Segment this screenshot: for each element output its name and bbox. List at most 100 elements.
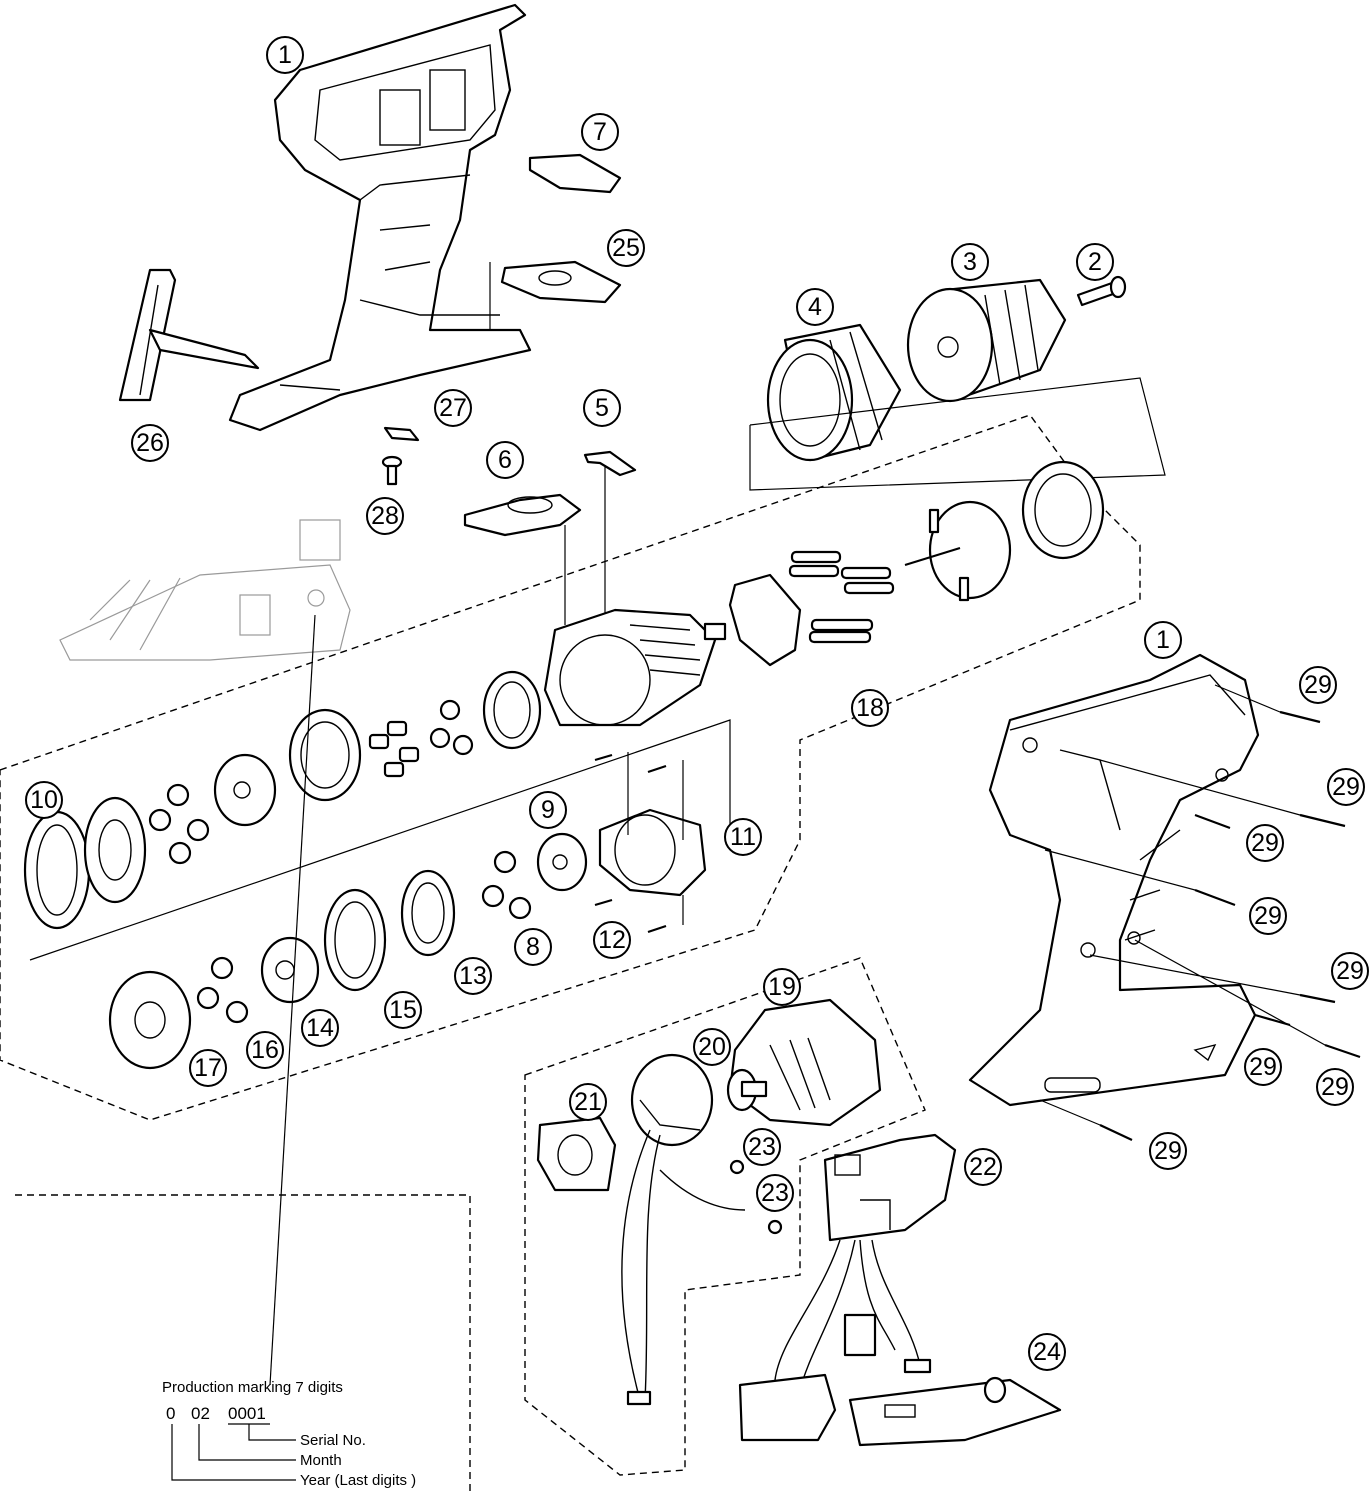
callout-29-c: 29 <box>1246 824 1284 862</box>
callout-17: 17 <box>189 1049 227 1087</box>
callout-3: 3 <box>951 243 989 281</box>
clutch-springs <box>788 550 895 644</box>
part-4-bracket <box>749 377 1166 491</box>
callout-12: 12 <box>593 921 631 959</box>
production-marking-illustration <box>59 519 351 1386</box>
callout-23-upper: 23 <box>743 1128 781 1166</box>
part-6-lever <box>463 493 582 625</box>
callout-29-h: 29 <box>1149 1132 1187 1170</box>
callout-14: 14 <box>301 1009 339 1047</box>
part-11-gear-case <box>598 808 707 897</box>
callout-5: 5 <box>583 389 621 427</box>
callout-28: 28 <box>366 497 404 535</box>
svg-text:13: 13 <box>459 962 487 990</box>
thrust-washer <box>83 796 147 904</box>
callout-27: 27 <box>434 389 472 427</box>
callout-1-right: 1 <box>1144 621 1182 659</box>
year-label: Year (Last digits ) <box>300 1472 416 1489</box>
svg-text:18: 18 <box>856 694 884 722</box>
svg-text:9: 9 <box>541 796 555 824</box>
part-10-ring-gear <box>23 810 91 930</box>
svg-text:1: 1 <box>1156 626 1170 654</box>
month-label: Month <box>300 1452 342 1469</box>
part-26-belt-hook <box>118 268 260 402</box>
callout-29-d: 29 <box>1249 897 1287 935</box>
svg-text:24: 24 <box>1033 1338 1061 1366</box>
svg-text:2: 2 <box>1088 248 1102 276</box>
callout-29-e: 29 <box>1331 952 1369 990</box>
motor-wires <box>621 1129 746 1401</box>
svg-text:15: 15 <box>389 996 417 1024</box>
callout-25: 25 <box>607 229 645 267</box>
svg-text:23: 23 <box>761 1179 789 1207</box>
motor-group-boundary <box>524 957 926 1476</box>
part-10-bracket <box>29 719 731 961</box>
svg-text:10: 10 <box>30 786 58 814</box>
internal-ring-gear-upper <box>288 708 362 802</box>
callout-16: 16 <box>246 1031 284 1069</box>
part-23-screws <box>729 1159 783 1235</box>
svg-text:29: 29 <box>1304 671 1332 699</box>
callout-9: 9 <box>529 791 567 829</box>
svg-text:14: 14 <box>306 1014 334 1042</box>
svg-text:29: 29 <box>1251 829 1279 857</box>
callout-1-left: 1 <box>266 36 304 74</box>
callout-7: 7 <box>581 113 619 151</box>
svg-text:3: 3 <box>963 248 977 276</box>
part-7-plate <box>528 153 622 194</box>
callout-10: 10 <box>25 781 63 819</box>
svg-text:27: 27 <box>439 394 467 422</box>
callout-4: 4 <box>796 288 834 326</box>
part-24-control-board <box>848 1376 1062 1447</box>
pins-and-balls <box>368 699 474 778</box>
clutch-ring <box>1021 460 1105 560</box>
part-20-brush-holder <box>630 1053 714 1147</box>
gear-case <box>543 608 727 727</box>
callout-24: 24 <box>1028 1333 1066 1371</box>
part-19-motor <box>726 998 882 1127</box>
part-21-plate <box>536 1116 617 1192</box>
svg-text:29: 29 <box>1154 1137 1182 1165</box>
svg-text:11: 11 <box>730 823 756 851</box>
part-4-chuck-ring <box>766 323 902 462</box>
right-housing-half <box>968 653 1260 1107</box>
callout-19: 19 <box>763 968 801 1006</box>
serial-number-label: Serial No. <box>300 1432 366 1449</box>
callout-13: 13 <box>454 957 492 995</box>
callout-8: 8 <box>514 928 552 966</box>
svg-text:29: 29 <box>1321 1073 1349 1101</box>
svg-text:8: 8 <box>526 933 540 961</box>
svg-text:29: 29 <box>1254 902 1282 930</box>
part-12-screws <box>594 752 684 934</box>
part-17-washer <box>108 970 192 1070</box>
callout-29-g: 29 <box>1316 1068 1354 1106</box>
production-code-month: 02 <box>191 1404 210 1423</box>
callout-22: 22 <box>964 1148 1002 1186</box>
svg-text:22: 22 <box>969 1153 997 1181</box>
thrust-washer-hole <box>98 819 132 881</box>
svg-text:4: 4 <box>808 293 822 321</box>
svg-text:1: 1 <box>278 41 292 69</box>
callout-29-b: 29 <box>1327 768 1365 806</box>
battery-terminal <box>738 1373 837 1442</box>
part-2-screw <box>1076 275 1127 307</box>
svg-text:28: 28 <box>371 502 399 530</box>
svg-text:29: 29 <box>1336 957 1364 985</box>
svg-text:5: 5 <box>595 394 609 422</box>
callout-29-f: 29 <box>1244 1048 1282 1086</box>
callout-26: 26 <box>131 424 169 462</box>
callout-2: 2 <box>1076 243 1114 281</box>
part-27-clip <box>383 426 420 442</box>
svg-text:12: 12 <box>598 926 626 954</box>
part-14-carrier <box>196 936 320 1024</box>
svg-text:25: 25 <box>612 234 640 262</box>
planet-carrier-upper <box>148 753 277 865</box>
svg-text:20: 20 <box>698 1033 726 1061</box>
left-housing-half <box>228 3 532 432</box>
callout-6: 6 <box>486 441 524 479</box>
production-code-leaders <box>171 1423 296 1481</box>
callout-20: 20 <box>693 1028 731 1066</box>
svg-text:16: 16 <box>251 1036 279 1064</box>
callout-18: 18 <box>851 689 889 727</box>
production-marking-title: Production marking 7 digits <box>162 1379 343 1396</box>
